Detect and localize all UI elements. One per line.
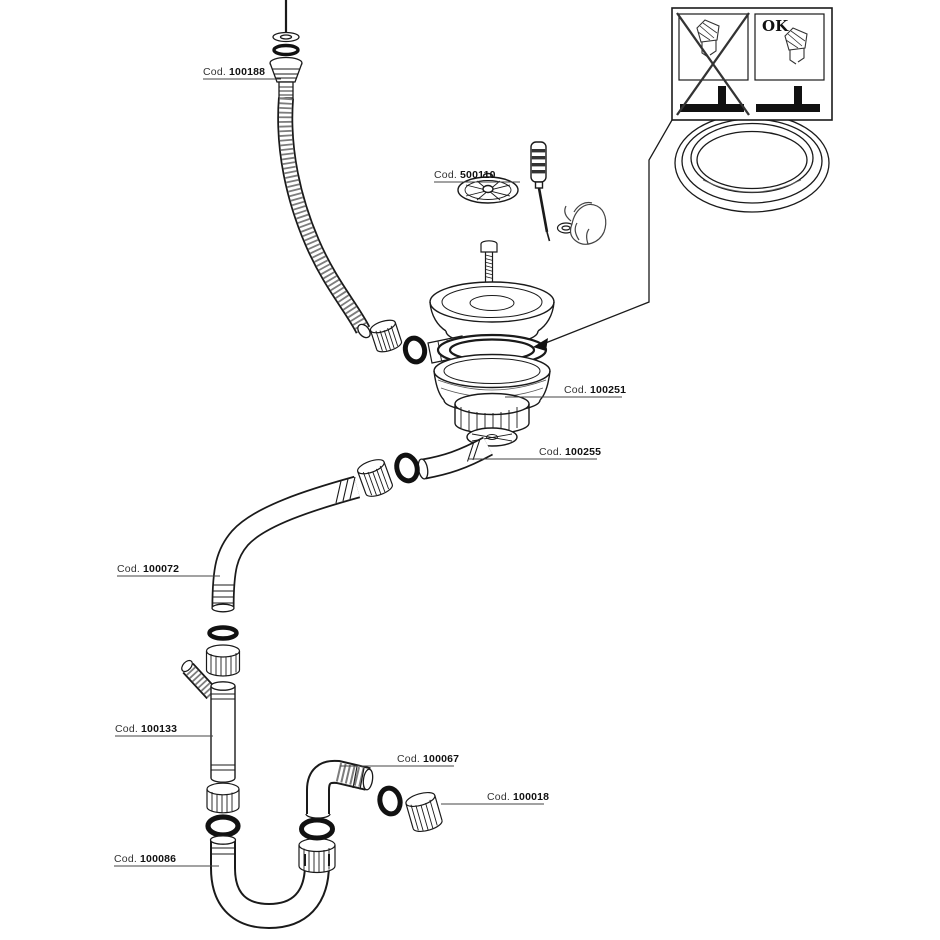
hose-oring-icon (402, 335, 428, 365)
part-label-prefix: Cod. (539, 446, 562, 458)
part-label-prefix: Cod. (487, 791, 510, 803)
part-label-100255: Cod.100255 (539, 446, 601, 458)
hose-nut-drawing (369, 319, 403, 353)
corrugated-hose-drawing (277, 97, 371, 339)
part-label-prefix: Cod. (434, 169, 457, 181)
strainer-body-drawing (427, 281, 555, 447)
pipe-oring-icon (207, 625, 239, 641)
elbow-oring-icon (377, 785, 403, 817)
screw-drawing (480, 240, 498, 292)
trap-right-oring-icon (299, 817, 335, 841)
part-label-100133: Cod.100133 (115, 723, 177, 735)
part-label-code: 100086 (139, 853, 177, 865)
pipe-nut-drawing (205, 644, 241, 677)
strainer-plug-drawing (457, 172, 519, 204)
part-label-100251: Cod.100251 (564, 384, 626, 396)
ok-label: OK (762, 17, 789, 35)
cross-out-icon (676, 12, 750, 116)
inset-leader-arrow (533, 119, 673, 351)
part-label-100018: Cod.100018 (487, 791, 549, 803)
part-label-100086: Cod.100086 (114, 853, 176, 865)
straight-pipe-drawing (181, 659, 236, 783)
installation-inset-box: OK (671, 7, 833, 121)
part-label-code: 100251 (589, 384, 627, 396)
curved-pipe-drawing (211, 475, 361, 613)
tailpiece-oring-icon (394, 452, 420, 484)
part-label-prefix: Cod. (397, 753, 420, 765)
tailpiece-nut-drawing (357, 459, 393, 497)
part-label-code: 100018 (512, 791, 550, 803)
part-label-code: 100133 (140, 723, 178, 735)
ok-profile-shape (756, 86, 820, 112)
part-label-code: 100188 (228, 66, 266, 78)
wrong-profile-shape (680, 86, 744, 112)
ok-clamp-sketch-icon (784, 27, 808, 65)
trap-left-oring-icon (205, 814, 241, 838)
part-label-prefix: Cod. (564, 384, 587, 396)
hand-sketch-icon (556, 201, 607, 245)
part-label-prefix: Cod. (203, 66, 226, 78)
trap-left-nut-drawing (206, 782, 240, 814)
elbow-nut-drawing (405, 791, 443, 833)
tailpiece-drawing (417, 436, 493, 480)
part-label-100072: Cod.100072 (117, 563, 179, 575)
u-trap-drawing (209, 835, 330, 930)
part-label-code: 100067 (422, 753, 460, 765)
part-label-100188: Cod.100188 (203, 66, 265, 78)
screwdriver-icon (530, 141, 551, 242)
part-label-prefix: Cod. (114, 853, 137, 865)
part-label-prefix: Cod. (117, 563, 140, 575)
wrong-clamp-sketch-icon (696, 19, 720, 58)
arrowhead-icon (533, 338, 548, 351)
part-label-code: 100072 (142, 563, 180, 575)
elbow-pipe-drawing (305, 759, 374, 819)
part-label-code: 100255 (564, 446, 602, 458)
part-label-100067: Cod.100067 (397, 753, 459, 765)
overflow-fitting-drawing (269, 0, 303, 99)
part-label-prefix: Cod. (115, 723, 138, 735)
part-label-500110: Cod.500110 (434, 169, 496, 181)
oval-gasket-drawing (674, 113, 830, 213)
label-leader-lines (114, 78, 622, 867)
part-label-code: 500110 (459, 169, 496, 181)
